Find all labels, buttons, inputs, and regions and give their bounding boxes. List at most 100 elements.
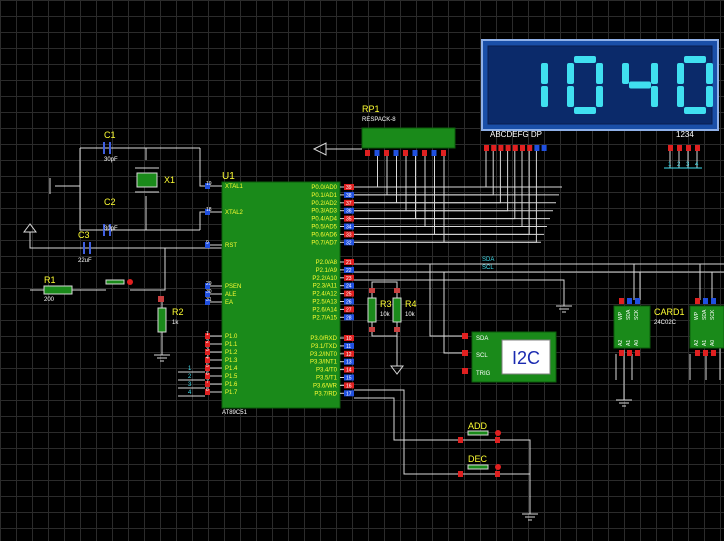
- resistor-r2[interactable]: R2 1k: [157, 307, 184, 333]
- r2-ref: R2: [172, 307, 184, 317]
- mcu-pin-name: P1.1: [225, 342, 238, 348]
- mcu-pin-38: [344, 191, 354, 198]
- add-button[interactable]: ADD: [462, 421, 501, 441]
- reset-button[interactable]: [100, 279, 133, 291]
- mcu-pin-name: P0.6/AD6: [311, 232, 337, 238]
- display-segment-pin: [491, 145, 497, 151]
- mcu-pin-35: [344, 215, 354, 222]
- mcu-pin-number: 11: [346, 344, 351, 350]
- dec-button-label: DEC: [468, 454, 488, 464]
- mcu-pin-2: [205, 341, 210, 347]
- display-segment-pin: [534, 145, 540, 151]
- mcu-pin-name: P2.6/A14: [312, 307, 337, 313]
- resistor-r3[interactable]: R3 10k: [367, 297, 392, 323]
- mcu-pin-number: 38: [346, 193, 352, 199]
- card1-ref: CARD1: [654, 307, 685, 317]
- i2c-debugger[interactable]: I2C SDA SCL TRIG: [471, 331, 557, 383]
- u1-ref: U1: [222, 171, 235, 182]
- r4-ref: R4: [405, 299, 417, 309]
- mcu-pin-number: 21: [346, 260, 352, 266]
- eeprom-bottom-pin: [627, 350, 632, 356]
- rp1-pin: [431, 150, 437, 156]
- resistor-pack-rp1[interactable]: RP1 RESPACK-8: [361, 104, 456, 149]
- mcu-pin-number: 17: [346, 391, 352, 397]
- pullup-pins: [369, 288, 400, 332]
- mcu-pin-name: P3.2/INT0: [310, 352, 338, 358]
- mcu-pin-number: 18: [206, 207, 212, 213]
- mcu-pin-name: P1.6: [225, 382, 238, 388]
- seven-segment-display[interactable]: ABCDEFG DP 1234: [481, 39, 719, 139]
- mcu-pin-26: [344, 298, 354, 305]
- mcu-pin-number: 10: [346, 336, 352, 342]
- rp1-pin: [422, 150, 427, 156]
- capacitor-c1[interactable]: C1 30pF: [103, 130, 118, 163]
- mcu-pin-18: [205, 209, 210, 215]
- mcu-pin-number: 36: [346, 209, 352, 215]
- mcu-pin-7: [205, 381, 210, 387]
- chip1-pin-wp: WP: [618, 311, 624, 320]
- mcu-u1[interactable]: U1 AT89C51: [221, 171, 341, 416]
- card1-pin-sck: SCK: [710, 309, 716, 320]
- power-arrow-icon: [312, 142, 327, 156]
- mcu-pin-number: 30: [206, 289, 212, 295]
- r2-pin: [158, 296, 164, 302]
- resistor-r4[interactable]: R4 10k: [392, 297, 417, 323]
- digit-4-segment-d: [684, 107, 706, 114]
- digit-1-segment-c: [541, 86, 548, 107]
- digit-4-segment-a: [684, 56, 706, 63]
- c3-ref: C3: [78, 230, 90, 240]
- mcu-pin-1: [205, 333, 210, 339]
- display-digit-pin: [695, 145, 700, 151]
- mcu-pin-name: P0.7/AD7: [311, 240, 337, 246]
- mcu-pin-number: 8: [206, 387, 209, 393]
- digit-3-segment-f: [622, 63, 629, 84]
- mcu-pin-number: 22: [346, 268, 352, 274]
- eeprom-top-pin: [695, 298, 700, 304]
- mcu-pin-32: [344, 239, 354, 246]
- eeprom-chip-card1[interactable]: CARD1 24C02C WP SDA SCK A2 A1 A0: [654, 305, 724, 349]
- display-digit-pin-label: 2: [677, 162, 681, 168]
- display-digit-pin: [668, 145, 673, 151]
- capacitor-c3[interactable]: C3 22uF: [78, 230, 92, 264]
- display-segment-pin: [541, 145, 547, 151]
- mcu-pin-29: [205, 283, 210, 289]
- eeprom-top-pin: [627, 298, 632, 304]
- mcu-pin-name: P2.1/A9: [316, 268, 338, 274]
- eeprom-top-pin: [711, 298, 716, 304]
- crystal-x1[interactable]: X1: [135, 167, 175, 193]
- card1-pin-sda: SDA: [702, 309, 708, 320]
- card1-pin-a1: A1: [702, 340, 708, 346]
- mcu-pin-number: 3: [206, 347, 209, 353]
- eeprom-top-pin: [619, 298, 624, 304]
- chip1-pin-a0: A0: [634, 340, 640, 346]
- eeprom-chip-1[interactable]: WP SDA SCK A2 A1 A0: [613, 305, 651, 349]
- eeprom-bottom-pin: [711, 350, 716, 356]
- rp1-pin: [365, 150, 370, 156]
- dec-button[interactable]: DEC: [462, 454, 501, 475]
- eeprom-bottom-pin: [635, 350, 640, 356]
- mcu-pin-number: 32: [346, 240, 352, 246]
- mcu-pin-3: [205, 349, 210, 355]
- r1-value: 200: [44, 297, 55, 303]
- add-button-state-icon: [495, 430, 501, 436]
- mcu-pin-name: P2.3/A11: [313, 284, 338, 290]
- mcu-pin-number: 31: [206, 297, 212, 303]
- mcu-pin-10: [344, 335, 354, 341]
- mcu-pin-name: RST: [225, 243, 237, 249]
- mcu-pin-34: [344, 223, 354, 230]
- capacitor-c2[interactable]: C2 30pF: [103, 197, 118, 236]
- mcu-pin-number: 14: [346, 368, 352, 374]
- mcu-pin-31: [205, 299, 210, 305]
- r3-ref: R3: [380, 299, 392, 309]
- bus-label-sda: SDA: [482, 257, 494, 263]
- mcu-pin-number: 13: [346, 360, 352, 366]
- eeprom-bottom-pin: [619, 350, 624, 356]
- i2c-pins: [462, 333, 468, 374]
- rp1-pin: [441, 150, 446, 156]
- rp1-pin: [393, 150, 399, 156]
- rp1-pin: [412, 150, 418, 156]
- resistor-r1[interactable]: R1 200: [43, 275, 73, 303]
- display-digit-pin-label: 1: [668, 162, 672, 168]
